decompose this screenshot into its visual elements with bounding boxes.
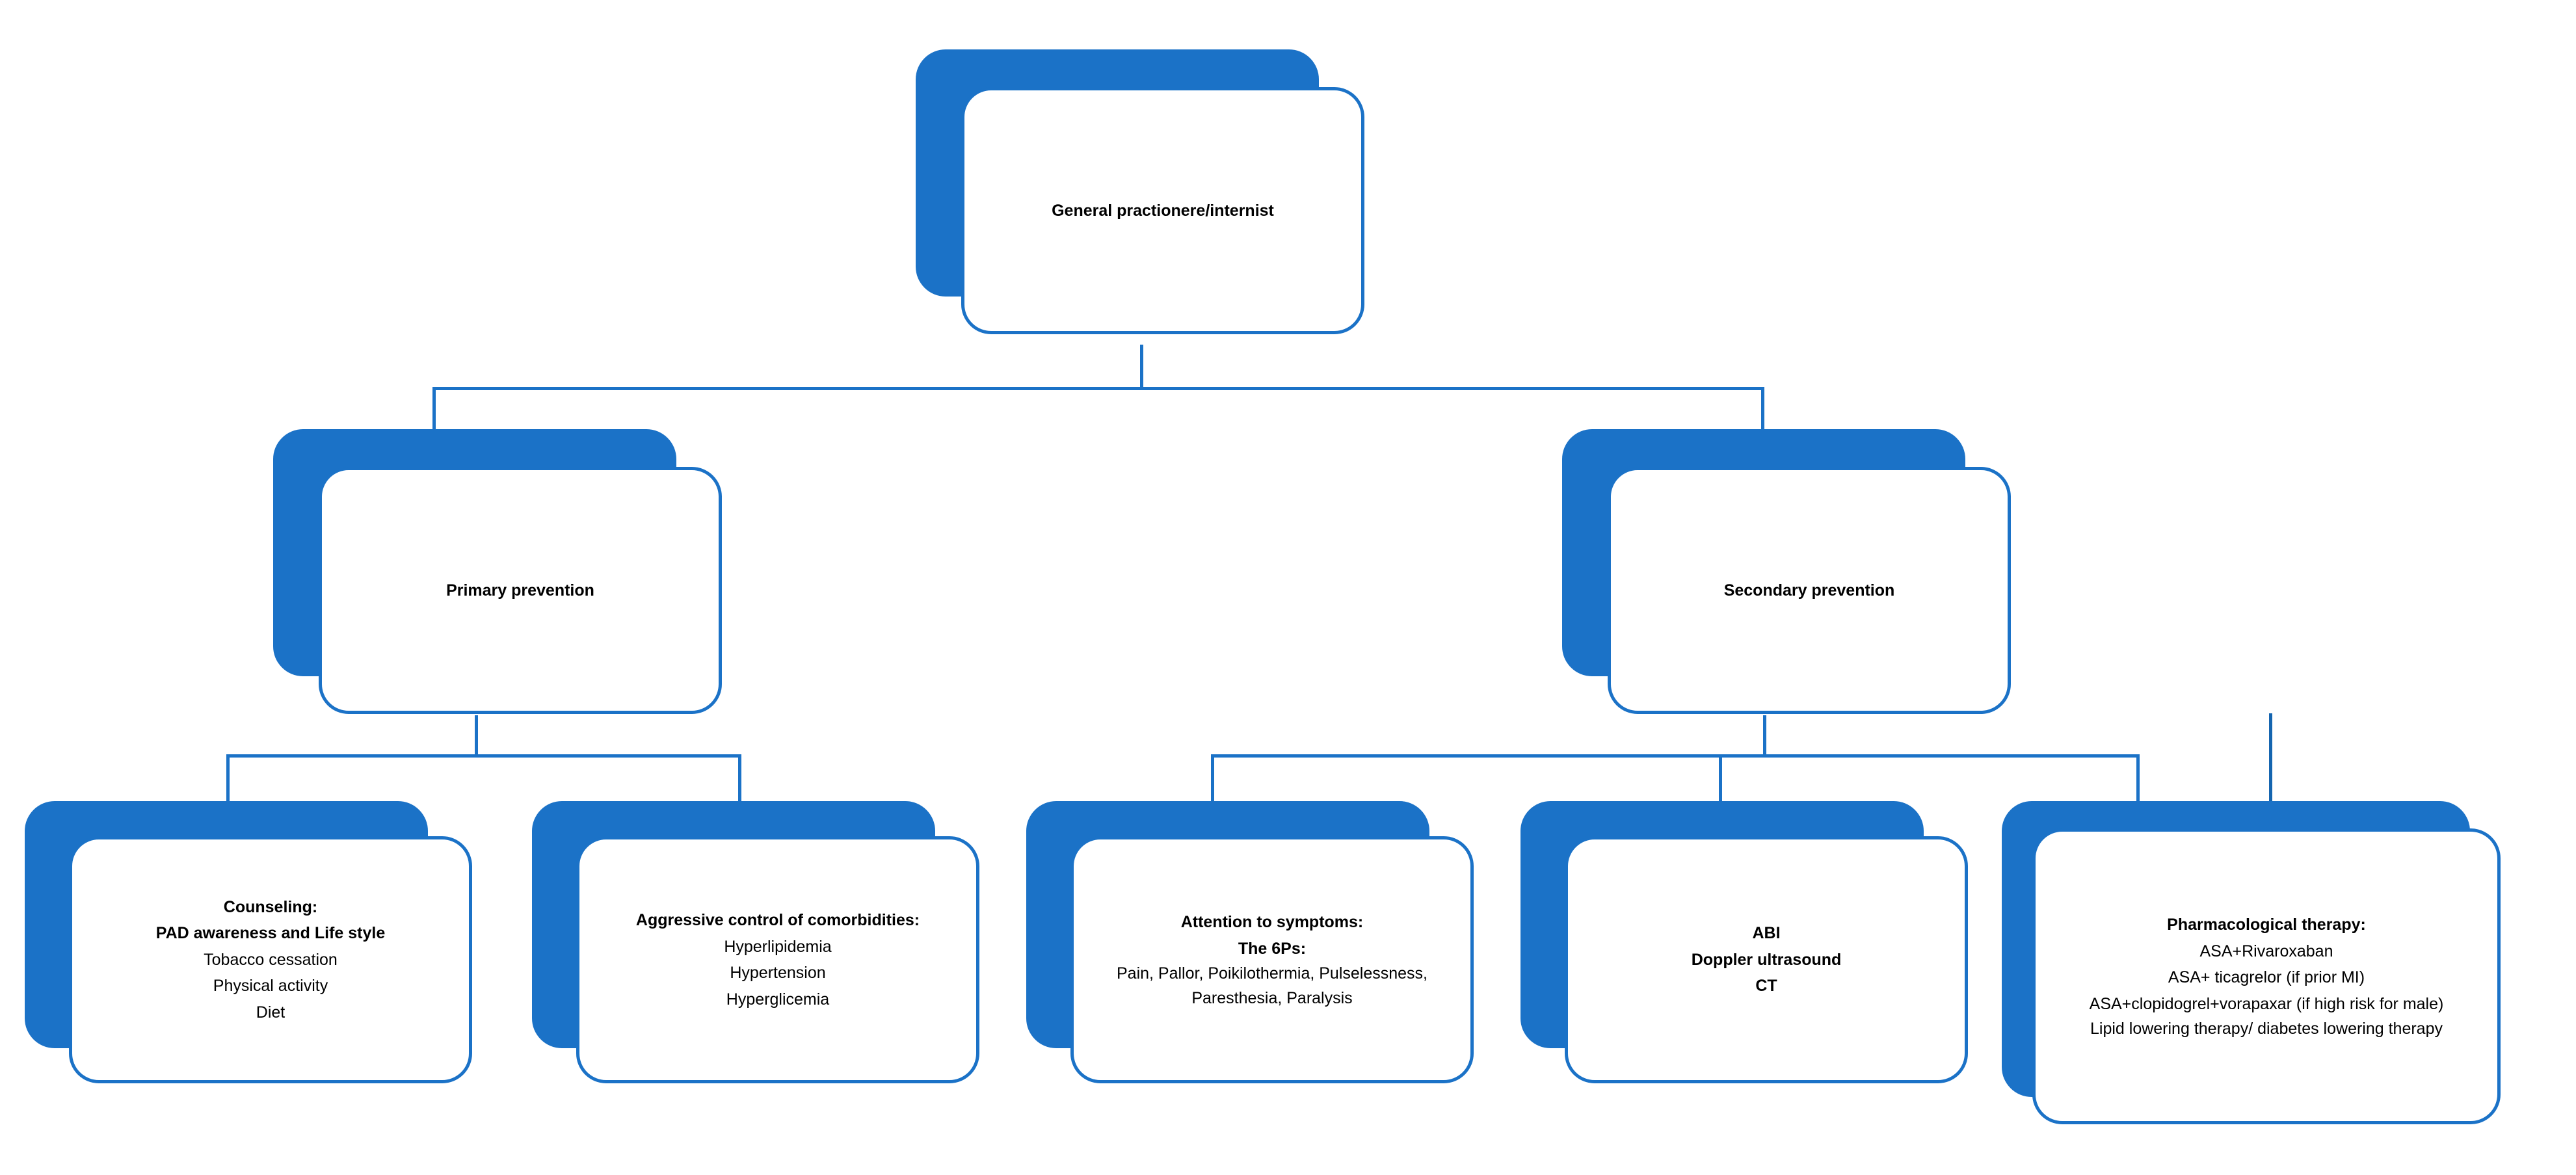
connector-drop-primary <box>432 387 436 442</box>
connector-drop-pharmacological <box>2136 754 2140 805</box>
node-line: Primary prevention <box>446 581 594 600</box>
node-line: Pharmacological therapy: <box>2167 916 2366 934</box>
node-card: Primary prevention <box>319 467 722 714</box>
connector-primary-stem <box>475 715 478 756</box>
node-card: Aggressive control of comorbidities: Hyp… <box>576 836 979 1083</box>
node-line: Diet <box>256 1003 285 1022</box>
node-pharmacological-therapy[interactable]: Pharmacological therapy: ASA+Rivaroxaban… <box>2002 801 2501 1124</box>
node-line: Secondary prevention <box>1723 581 1895 600</box>
node-line: Counseling: <box>223 897 318 916</box>
node-line: ASA+clopidogrel+vorapaxar (if high risk … <box>2089 994 2444 1013</box>
node-line: Hyperglicemia <box>726 990 830 1009</box>
node-imaging-workup[interactable]: ABI Doppler ultrasound CT <box>1520 801 1968 1083</box>
node-secondary-prevention[interactable]: Secondary prevention <box>1562 429 2011 714</box>
node-line: Tobacco cessation <box>204 950 338 969</box>
connector-root-stem <box>1140 345 1143 389</box>
node-line: ASA+ ticagrelor (if prior MI) <box>2168 968 2365 987</box>
connector-drop-imaging <box>1719 754 1722 805</box>
node-aggressive-control-of-comorbidities[interactable]: Aggressive control of comorbidities: Hyp… <box>532 801 979 1083</box>
node-line: Hyperlipidemia <box>724 937 832 956</box>
node-card: ABI Doppler ultrasound CT <box>1565 836 1968 1083</box>
node-general-practitioner[interactable]: General practionere/internist <box>916 49 1364 334</box>
node-line: Lipid lowering therapy/ diabetes lowerin… <box>2090 1020 2443 1038</box>
connector-drop-counseling <box>226 754 230 805</box>
node-card: Attention to symptoms: The 6Ps: Pain, Pa… <box>1070 836 1474 1083</box>
connector-secondary-bus <box>1211 754 2140 758</box>
node-line: Pain, Pallor, Poikilothermia, Pulselessn… <box>1116 964 1432 1007</box>
node-primary-prevention[interactable]: Primary prevention <box>273 429 722 714</box>
node-counseling[interactable]: Counseling: PAD awareness and Life style… <box>25 801 472 1083</box>
connector-drop-secondary <box>1761 387 1764 442</box>
connector-extra-right <box>2269 713 2272 804</box>
connector-primary-bus <box>226 754 741 758</box>
node-line: ASA+Rivaroxaban <box>2199 942 2333 960</box>
node-card: Secondary prevention <box>1608 467 2011 714</box>
node-card: Pharmacological therapy: ASA+Rivaroxaban… <box>2032 828 2501 1124</box>
connector-drop-symptoms <box>1211 754 1214 805</box>
node-line: ABI <box>1752 924 1781 943</box>
node-card: Counseling: PAD awareness and Life style… <box>69 836 472 1083</box>
node-line: Doppler ultrasound <box>1691 950 1842 969</box>
node-line: General practionere/internist <box>1052 201 1274 220</box>
connector-drop-comorbidities <box>738 754 741 805</box>
node-line: The 6Ps: <box>1238 939 1307 958</box>
node-card: General practionere/internist <box>961 87 1364 334</box>
node-line: Physical activity <box>213 977 328 996</box>
node-line: PAD awareness and Life style <box>155 924 386 943</box>
node-line: Attention to symptoms: <box>1180 913 1364 931</box>
node-line: Hypertension <box>730 964 826 982</box>
connector-level1-bus <box>432 387 1764 390</box>
node-line: Aggressive control of comorbidities: <box>635 911 920 929</box>
node-attention-to-symptoms[interactable]: Attention to symptoms: The 6Ps: Pain, Pa… <box>1026 801 1474 1083</box>
connector-secondary-stem <box>1763 715 1766 756</box>
node-line: CT <box>1755 977 1777 996</box>
